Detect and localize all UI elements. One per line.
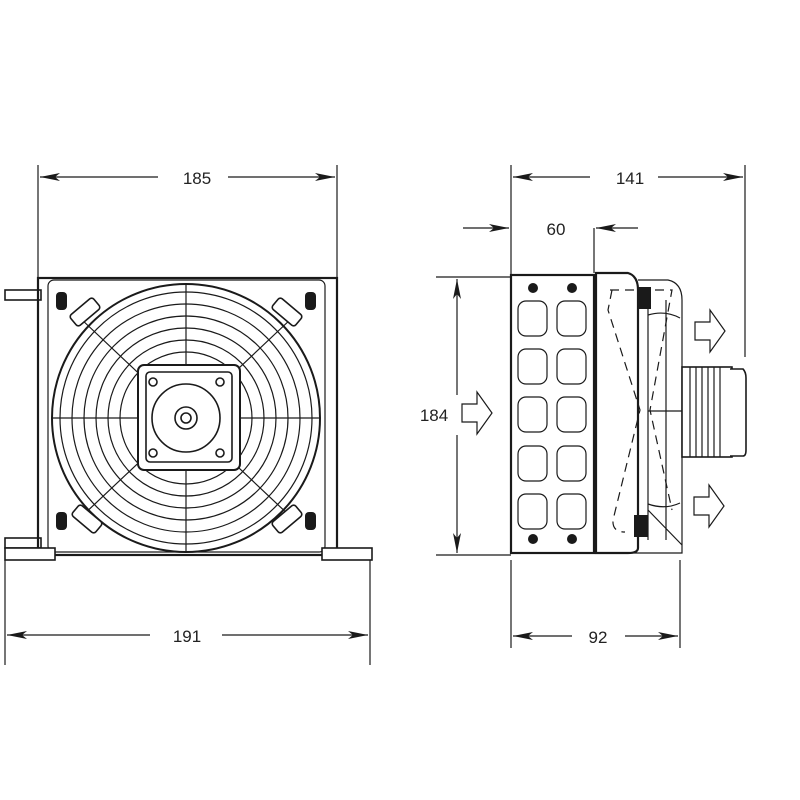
frame xyxy=(36,276,339,557)
dim-width-185: 185 xyxy=(183,169,211,188)
airflow-out-arrow xyxy=(693,483,725,529)
foot-right xyxy=(321,547,373,561)
dim-depth-141: 141 xyxy=(616,169,644,188)
dim-width-191: 191 xyxy=(173,627,201,646)
dim-depth-60: 60 xyxy=(547,220,566,239)
cooler-core xyxy=(509,273,596,555)
fan-shroud xyxy=(594,271,640,555)
airflow-out-arrow xyxy=(694,308,726,354)
dim-depth-92: 92 xyxy=(589,628,608,647)
front-view xyxy=(4,276,373,561)
pipe-bottom xyxy=(4,537,42,549)
side-view xyxy=(461,271,747,555)
foot-left xyxy=(4,547,56,561)
airflow-in-arrow xyxy=(461,390,493,436)
pipe-top xyxy=(4,289,42,301)
dimensions xyxy=(4,165,746,665)
dim-height-184: 184 xyxy=(420,406,448,425)
